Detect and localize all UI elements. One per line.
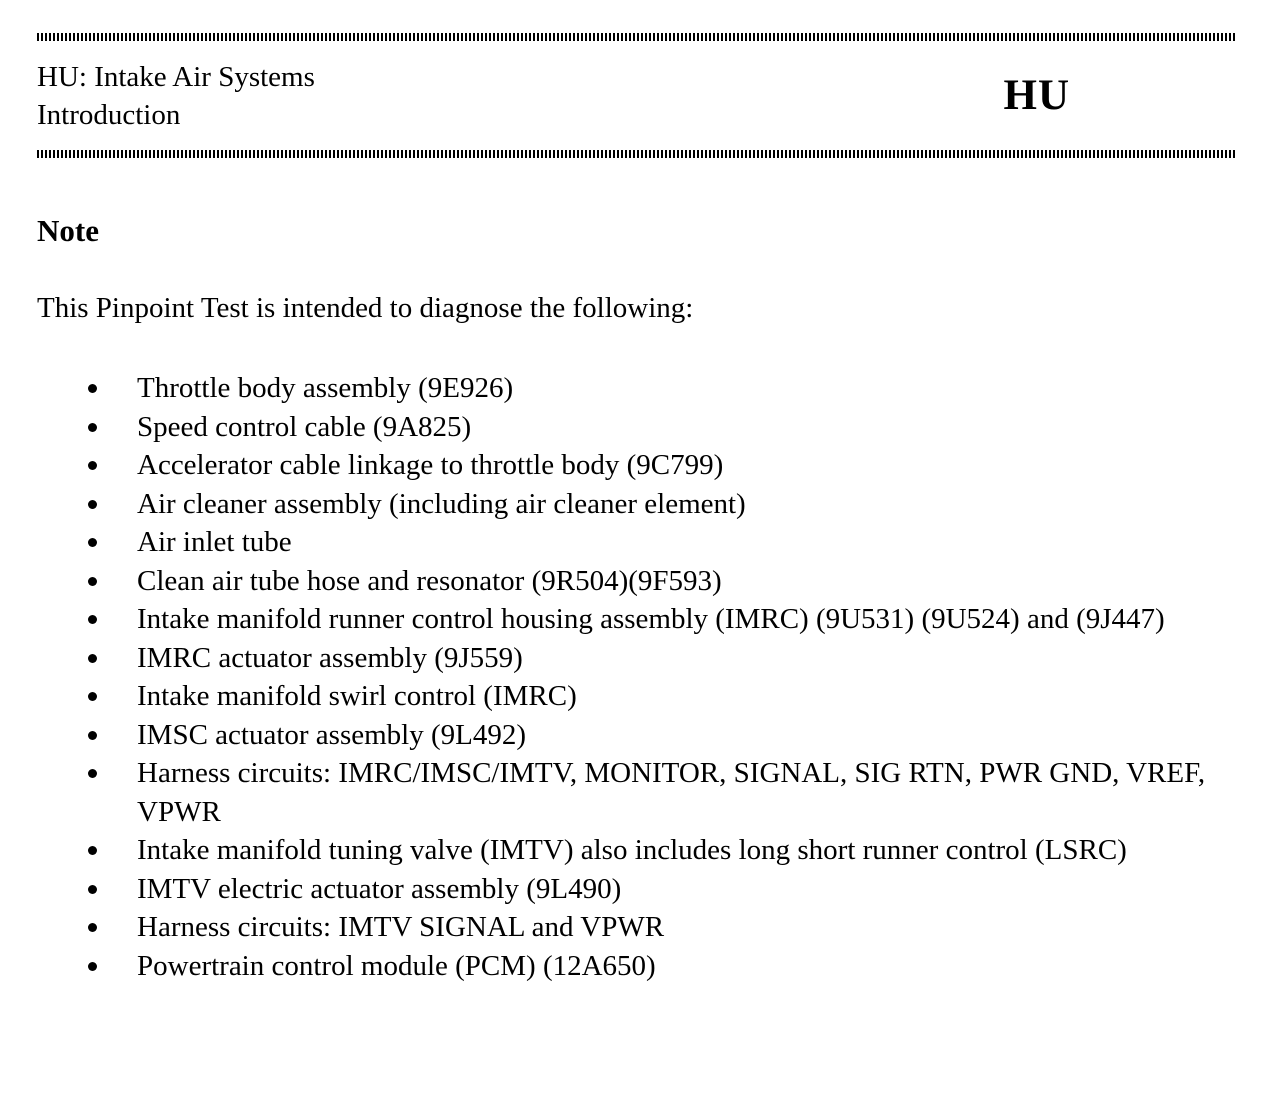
- intro-text: This Pinpoint Test is intended to diagno…: [37, 292, 694, 324]
- list-item-text: Clean air tube hose and resonator (9R504…: [137, 564, 722, 597]
- page-header: HU: Intake Air Systems Introduction HU: [37, 41, 1237, 150]
- list-item-text: Speed control cable (9A825): [137, 410, 472, 443]
- list-item-text: Powertrain control module (PCM) (12A650): [137, 949, 656, 982]
- diagnosis-list: Throttle body assembly (9E926) Speed con…: [88, 369, 1237, 985]
- bullet-icon: [88, 923, 97, 932]
- header-title-line1: HU: Intake Air Systems: [37, 60, 315, 93]
- list-item-text: Intake manifold runner control housing a…: [137, 603, 1165, 635]
- bullet-icon: [88, 576, 97, 586]
- list-item-text: Throttle body assembly (9E926): [137, 372, 514, 404]
- list-item: Intake manifold tuning valve (IMTV) also…: [88, 831, 1237, 870]
- list-item: Intake manifold runner control housing a…: [88, 600, 1237, 639]
- list-item: Accelerator cable linkage to throttle bo…: [88, 446, 1237, 485]
- list-item: Throttle body assembly (9E926): [88, 369, 1237, 408]
- list-item-text: Air inlet tube: [137, 526, 292, 558]
- header-rule-top: [37, 33, 1237, 41]
- list-item: Powertrain control module (PCM) (12A650): [88, 947, 1237, 986]
- list-item: IMTV electric actuator assembly (9L490): [88, 870, 1237, 909]
- list-item: Harness circuits: IMTV SIGNAL and VPWR: [88, 908, 1237, 947]
- list-item: Air inlet tube: [88, 523, 1237, 562]
- bullet-icon: [88, 769, 97, 778]
- list-item-text: IMSC actuator assembly (9L492): [137, 718, 527, 751]
- bullet-icon: [88, 499, 97, 509]
- list-item: Clean air tube hose and resonator (9R504…: [88, 562, 1237, 601]
- list-item: IMSC actuator assembly (9L492): [88, 716, 1237, 755]
- list-item: Intake manifold swirl control (IMRC): [88, 677, 1237, 716]
- list-item: Speed control cable (9A825): [88, 408, 1237, 447]
- list-item-text: Accelerator cable linkage to throttle bo…: [137, 449, 724, 481]
- list-item: Harness circuits: IMRC/IMSC/IMTV, MONITO…: [88, 754, 1237, 831]
- list-item-text: IMTV electric actuator assembly (9L490): [137, 872, 622, 905]
- bullet-icon: [88, 846, 97, 855]
- bullet-icon: [88, 538, 97, 547]
- bullet-icon: [88, 461, 97, 470]
- bullet-icon: [88, 422, 97, 432]
- bullet-icon: [88, 384, 97, 393]
- header-titles: HU: Intake Air Systems Introduction: [37, 58, 315, 134]
- bullet-icon: [88, 615, 97, 624]
- header-title-line2: Introduction: [37, 98, 181, 131]
- bullet-icon: [88, 884, 97, 894]
- list-item: IMRC actuator assembly (9J559): [88, 639, 1237, 678]
- list-item-text: Intake manifold swirl control (IMRC): [137, 680, 577, 712]
- bullet-icon: [88, 961, 97, 971]
- list-item-text: Air cleaner assembly (including air clea…: [137, 487, 746, 520]
- list-item-text: Intake manifold tuning valve (IMTV) also…: [137, 834, 1127, 866]
- header-rule-bottom: [37, 150, 1237, 158]
- list-item-text: Harness circuits: IMRC/IMSC/IMTV, MONITO…: [137, 757, 1206, 828]
- section-code: HU: [1003, 72, 1070, 119]
- note-heading: Note: [37, 213, 99, 248]
- bullet-icon: [88, 730, 97, 740]
- bullet-icon: [88, 692, 97, 701]
- list-item: Air cleaner assembly (including air clea…: [88, 485, 1237, 524]
- list-item-text: Harness circuits: IMTV SIGNAL and VPWR: [137, 911, 665, 943]
- bullet-icon: [88, 653, 97, 663]
- list-item-text: IMRC actuator assembly (9J559): [137, 641, 523, 674]
